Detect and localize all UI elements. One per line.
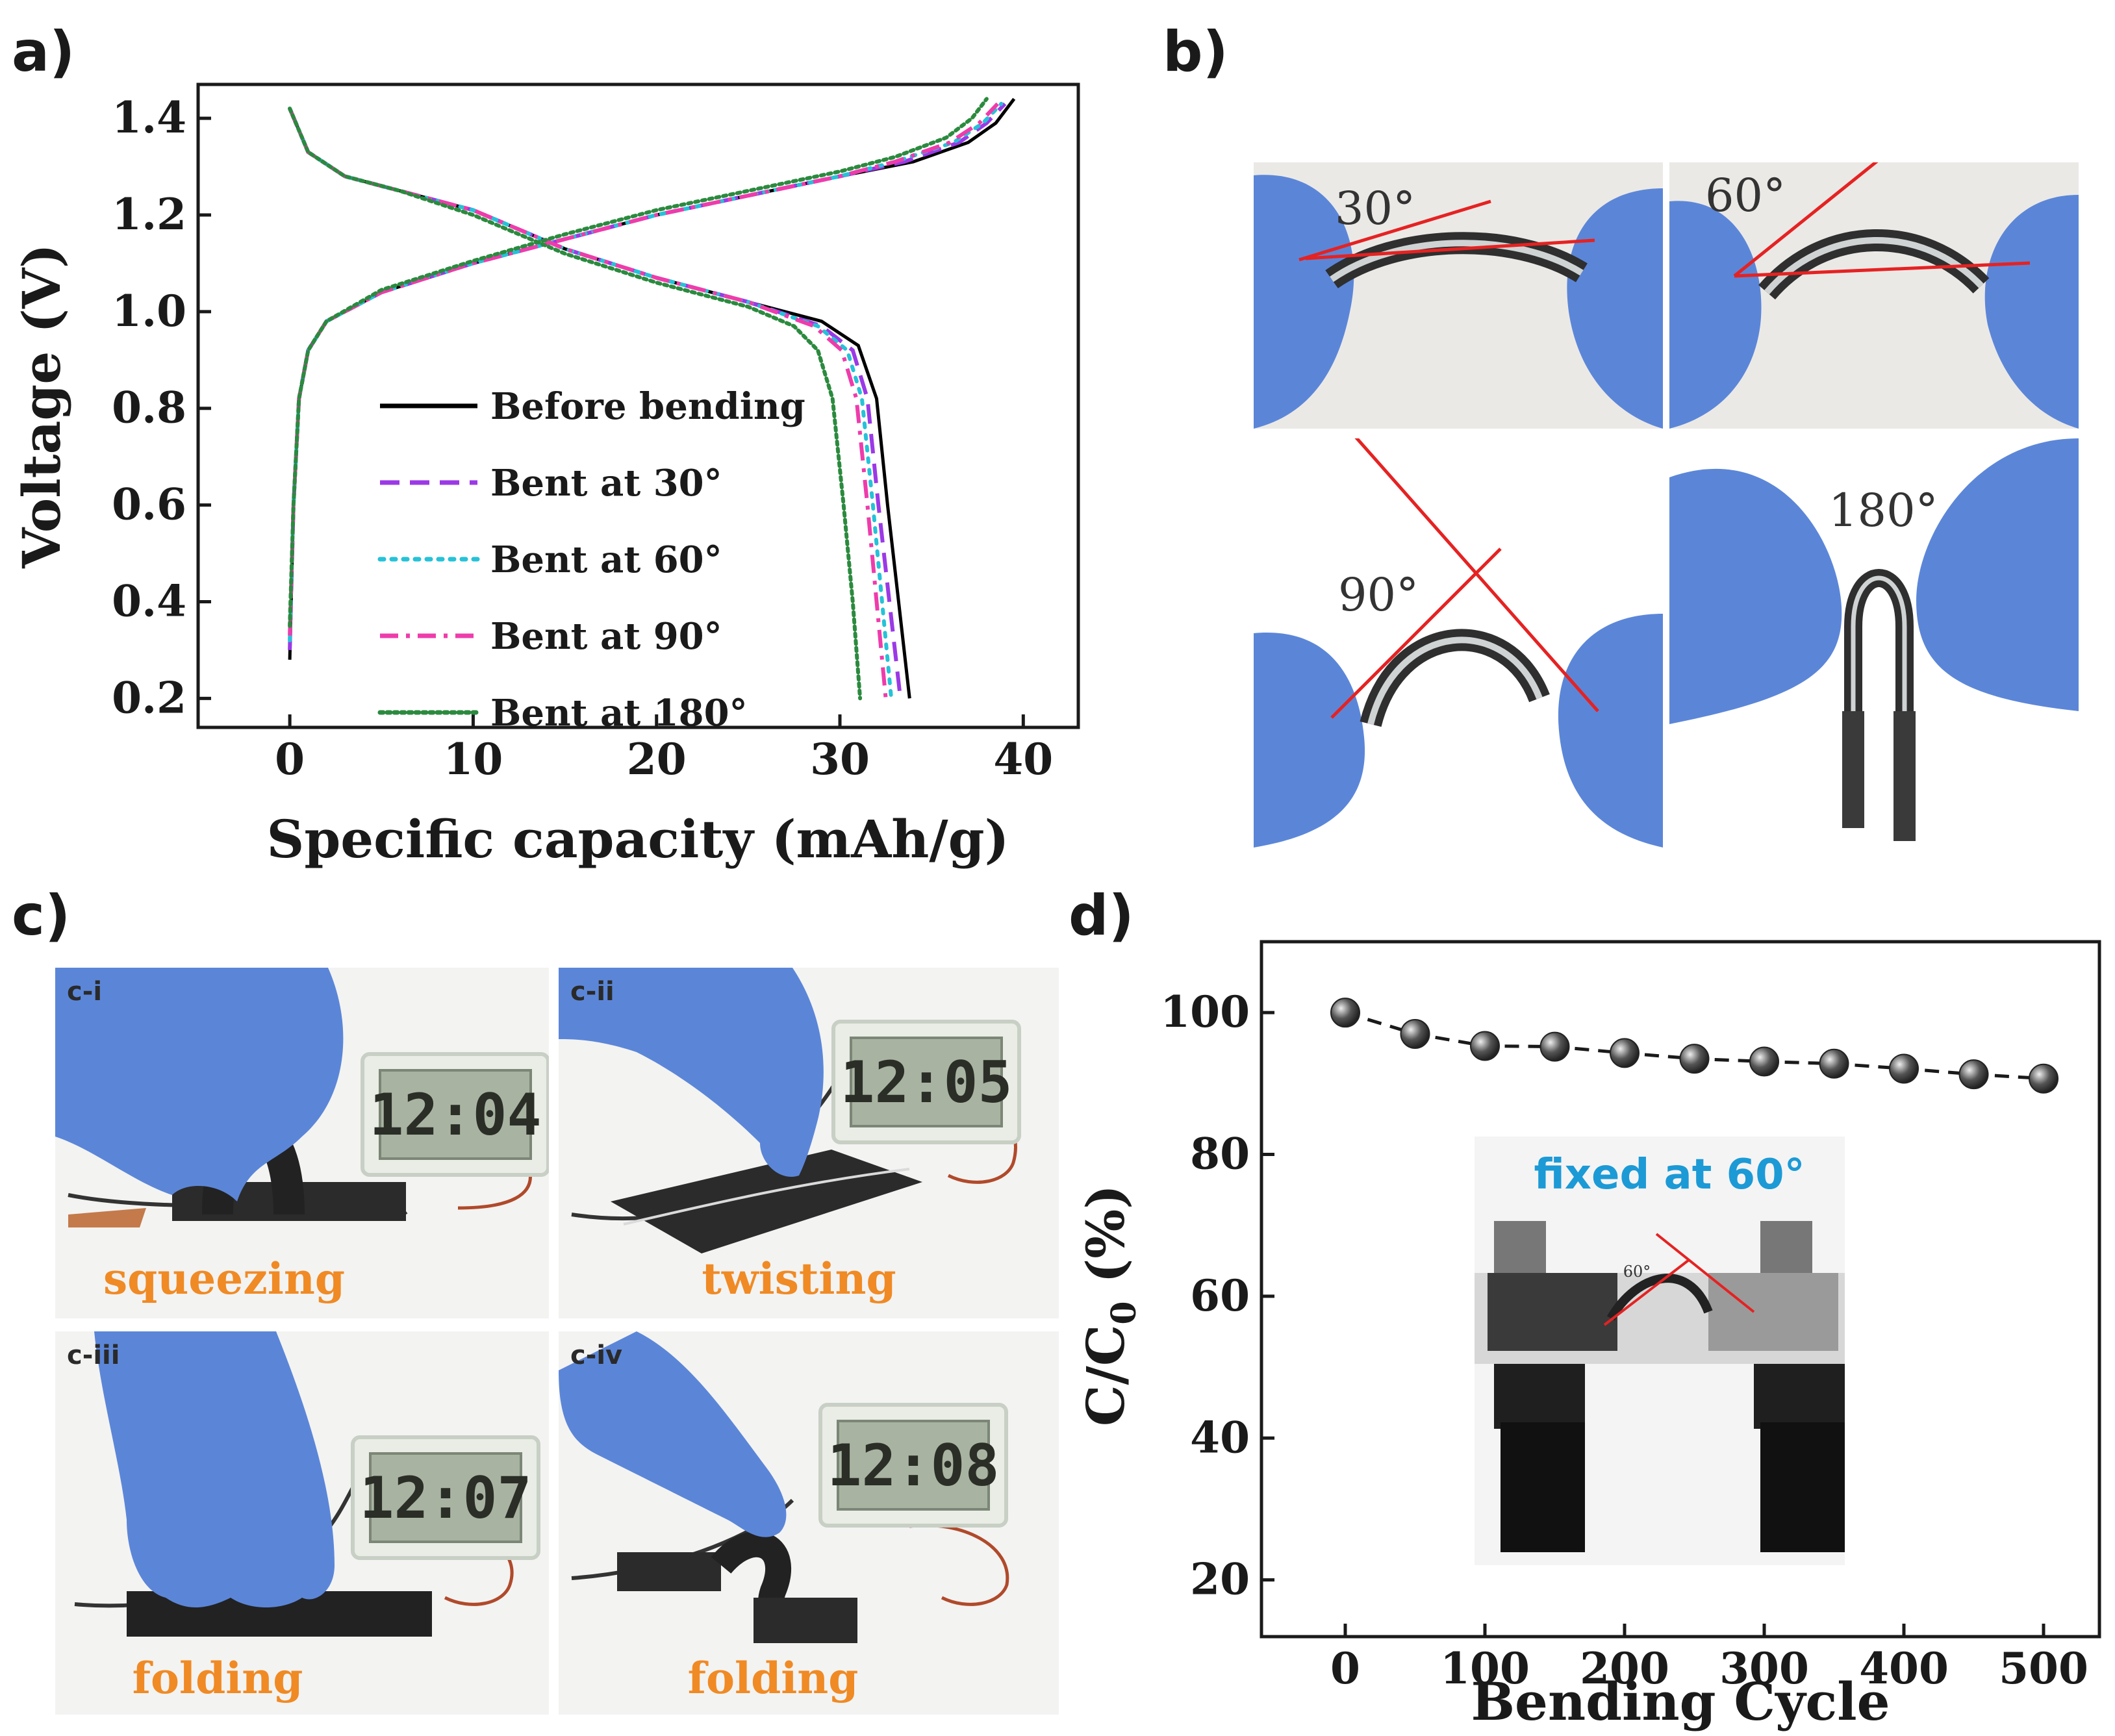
chart-a-xtick-label: 0 (275, 734, 305, 785)
photo-b-90-art (1254, 438, 1663, 848)
chart-a-ytick-label: 1.0 (112, 286, 186, 336)
photo-c-iii: c-iii 12:07 folding (55, 1331, 549, 1715)
photo-b-30-art (1254, 162, 1663, 429)
clock-c-i: 12:04 (361, 1052, 549, 1177)
caption-c-ii: twisting (702, 1253, 896, 1304)
panel-label-a: a) (12, 19, 75, 84)
clock-c-i-display: 12:04 (370, 1069, 541, 1160)
chart-a-series (288, 97, 1016, 701)
inset-caption: fixed at 60° (1534, 1151, 1805, 1199)
chart-a-ytick-label: 0.8 (112, 383, 186, 433)
chart-d-xtick-label: 0 (1330, 1643, 1360, 1694)
inset-angle-label: 60° (1623, 1263, 1651, 1281)
chart-d-series (1330, 998, 2058, 1094)
caption-c-i: squeezing (103, 1253, 345, 1304)
chart-a-ytick-label: 0.2 (112, 672, 186, 723)
chart-d-ytick-label: 60 (1190, 1270, 1250, 1321)
chart-d-point (1539, 1031, 1570, 1062)
chart-a-ytick-label: 1.4 (112, 92, 186, 143)
photo-b-60-art (1669, 162, 2079, 429)
angle-label-90: 90° (1338, 568, 1419, 622)
chart-a-plot-frame (196, 82, 1080, 729)
chart-d-ylabel-tail: (%) (1075, 1185, 1136, 1302)
chart-d-xtick-label: 300 (1719, 1643, 1809, 1694)
chart-a-series-bent180-discharge (288, 107, 863, 701)
panel-label-d: d) (1069, 883, 1134, 948)
chart-d-xlabel: Bending Cycle (1471, 1671, 1890, 1732)
photo-c-ii-art (559, 968, 1059, 1318)
chart-a-xtick-label: 20 (627, 734, 687, 785)
clock-c-ii-display: 12:05 (841, 1037, 1012, 1127)
panel-label-b: b) (1163, 19, 1228, 84)
photo-c-ii: c-ii 12:05 twisting (559, 968, 1059, 1318)
photo-c-i-label: c-i (67, 977, 103, 1007)
chart-d-ylabel: C/C0 (%) (1075, 1185, 1144, 1426)
photo-c-iii-label: c-iii (67, 1340, 120, 1370)
clock-c-iii: 12:07 (351, 1435, 540, 1560)
chart-d-point (1679, 1044, 1710, 1074)
chart-a-xtick-label: 40 (993, 734, 1053, 785)
chart-a-legend-label: Bent at 180° (490, 692, 748, 735)
photo-b-180: 180° (1669, 438, 2079, 848)
chart-a-series-bent90-discharge (288, 108, 888, 699)
chart-a-legend-label: Before bending (490, 385, 805, 428)
clock-c-ii: 12:05 (831, 1020, 1021, 1144)
chart-d-ytick-label: 80 (1190, 1129, 1250, 1179)
angle-label-180: 180° (1829, 484, 1938, 537)
chart-d-ylabel-sub: 0 (1104, 1301, 1144, 1324)
chart-d-point (1470, 1031, 1500, 1061)
angle-label-60: 60° (1705, 169, 1786, 222)
chart-a-legend-label: Bent at 60° (490, 538, 722, 581)
chart-a-series-bent30-charge (288, 102, 1007, 650)
chart-d-point (2029, 1063, 2058, 1094)
panel-label-c: c) (12, 883, 71, 948)
chart-a-series-bent180-charge (288, 97, 989, 628)
chart-d-plot-frame (1260, 940, 2101, 1639)
photo-c-iv: c-iv 12:08 folding (559, 1331, 1059, 1715)
chart-d-xtick-label: 100 (1440, 1643, 1530, 1694)
chart-d-xtick-label: 500 (1999, 1643, 2088, 1694)
clock-c-iv-display: 12:08 (828, 1420, 999, 1511)
inset-photo-fixed-60 (1475, 1137, 1845, 1565)
clock-c-iv: 12:08 (818, 1403, 1008, 1528)
chart-d-point (1819, 1048, 1849, 1079)
chart-a-ytick-label: 1.2 (112, 189, 186, 240)
chart-a-voltage-capacity: 0 10 20 30 40 0.2 0.4 0.6 0.8 1.0 1.2 1.4 Before be… (11, 82, 1080, 870)
clock-c-iii-display: 12:07 (360, 1452, 531, 1543)
chart-d-point (1958, 1059, 1989, 1090)
photo-c-i: c-i 12:04 squeezing (55, 968, 549, 1318)
photo-b-30: 30° (1254, 162, 1663, 429)
chart-a-ytick-label: 0.6 (112, 479, 186, 530)
photo-b-90: 90° (1254, 438, 1663, 848)
chart-d-ytick-label: 40 (1190, 1412, 1250, 1463)
chart-d-ytick-label: 100 (1160, 987, 1250, 1037)
chart-d-xtick-label: 400 (1859, 1643, 1949, 1694)
chart-a-ytick-label: 0.4 (112, 575, 186, 626)
chart-a-xlabel: Specific capacity (mAh/g) (267, 809, 1009, 870)
chart-a-legend-label: Bent at 30° (490, 462, 722, 505)
chart-a-xtick-label: 10 (444, 734, 503, 785)
chart-a-xtick-label: 30 (810, 734, 870, 785)
caption-c-iii: folding (132, 1653, 303, 1704)
photo-c-ii-label: c-ii (570, 977, 614, 1007)
chart-d-ytick-label: 20 (1190, 1554, 1250, 1605)
chart-d-ylabel-main: C/C (1075, 1325, 1136, 1427)
chart-d-xtick-label: 200 (1580, 1643, 1669, 1694)
chart-d-point (1400, 1018, 1430, 1049)
chart-a-legend-label: Bent at 90° (490, 615, 722, 658)
caption-c-iv: folding (687, 1653, 859, 1704)
chart-a-ylabel: Voltage (V) (11, 244, 72, 569)
chart-d-point (1330, 998, 1360, 1028)
chart-d-point (1889, 1053, 1919, 1084)
photo-b-180-art (1669, 438, 2079, 848)
chart-d-ticks: 0 100 200 300 400 500 20 40 60 80 100 (1160, 987, 2088, 1694)
chart-d-point (1610, 1038, 1640, 1068)
chart-d-point (1749, 1046, 1779, 1077)
photo-c-iv-label: c-iv (570, 1340, 623, 1370)
chart-a-ticks: 0 10 20 30 40 0.2 0.4 0.6 0.8 1.0 1.2 1.4 (112, 92, 1053, 785)
photo-b-60: 60° (1669, 162, 2079, 429)
angle-label-30: 30° (1335, 182, 1416, 235)
chart-d-capacity-retention: fixed at 60° 60° 0 100 200 300 400 500 20 40 60 8… (1075, 940, 2101, 1732)
